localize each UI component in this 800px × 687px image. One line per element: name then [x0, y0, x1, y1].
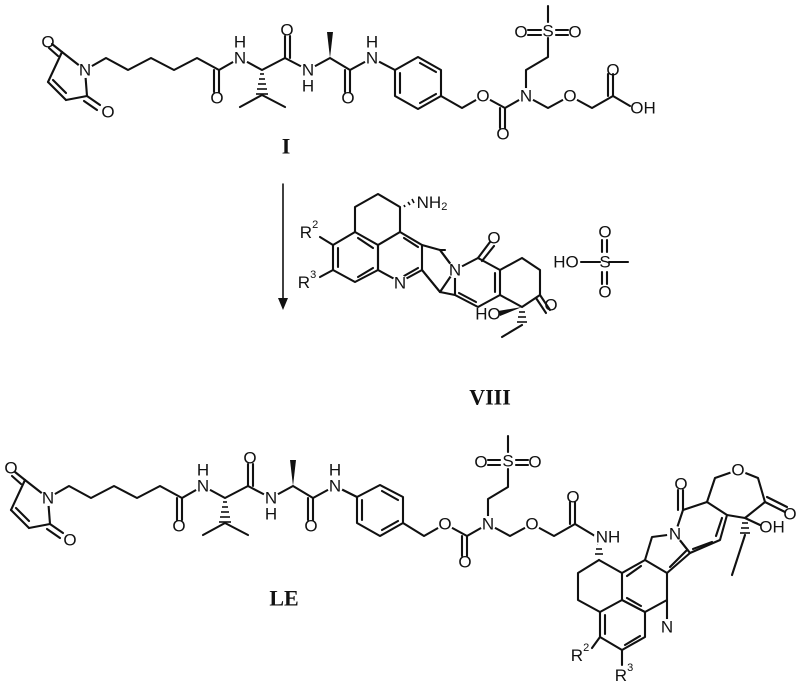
maleimide-ring [46, 42, 102, 112]
atom-O: O [783, 505, 796, 524]
atom-O: O [674, 475, 687, 494]
atom-O: O [731, 461, 744, 480]
atom-O: O [487, 229, 500, 248]
atom-HO: HO [475, 305, 501, 324]
valine-backbone [201, 484, 273, 500]
atom-labels-LE: N O O O N H O N H O N H O O N S O O O O [4, 449, 796, 685]
substituent-R3: R3 [615, 662, 633, 685]
atom-HO: HO [553, 253, 579, 272]
atom-O: O [172, 517, 185, 536]
hashed-bond [740, 522, 750, 534]
atom-O: O [63, 531, 76, 550]
hexanoyl-chain [46, 484, 205, 500]
atom-N: N [482, 515, 494, 534]
atom-H: H [197, 461, 209, 480]
atom-O: O [341, 89, 354, 108]
atom-N: N [661, 618, 673, 637]
atom-O: O [563, 87, 576, 106]
atom-O: O [514, 23, 527, 42]
valine-backbone [238, 56, 310, 72]
compound-VIII: NH2 R2 R3 N N O O HO HO S O O VIII [298, 193, 630, 410]
atom-S: S [599, 253, 610, 272]
atom-N: N [302, 61, 314, 80]
atom-labels-I: N O O O N H O N H O N H O O N S O O O O [41, 21, 655, 144]
atom-NH: NH [596, 528, 621, 547]
atom-N: N [234, 49, 246, 68]
atom-O: O [568, 23, 581, 42]
atom-OH: OH [759, 518, 785, 537]
atom-N: N [520, 87, 532, 106]
atom-H: H [234, 33, 246, 52]
atom-OH: OH [630, 99, 656, 118]
wedge-bond [327, 32, 333, 58]
atom-O: O [525, 515, 538, 534]
atom-N: N [197, 477, 209, 496]
atom-S: S [502, 452, 513, 471]
atom-N: N [394, 274, 406, 293]
atom-O: O [458, 553, 471, 572]
atom-H: H [366, 33, 378, 52]
compound-label-VIII: VIII [469, 385, 511, 410]
wedge-bond [290, 460, 296, 486]
atom-O: O [280, 21, 293, 40]
maleimide-ring [9, 470, 65, 540]
substituent-R3: R3 [298, 269, 316, 292]
alanine-backbone [269, 484, 337, 500]
compound-LE: N O O O N H O N H O N H O O N S O O O O [4, 434, 797, 685]
atom-O: O [496, 125, 509, 144]
atom-N: N [42, 489, 54, 508]
atom-N: N [329, 477, 341, 496]
aromatic-ring-A [331, 230, 380, 284]
wedge-bond [498, 307, 522, 316]
atom-N: N [449, 261, 461, 280]
alanine-backbone [306, 56, 374, 72]
atom-N: N [366, 49, 378, 68]
compound-label-I: I [282, 134, 291, 159]
atom-S: S [542, 22, 553, 41]
atom-O: O [606, 61, 619, 80]
substituent-R2: R2 [300, 219, 318, 242]
atom-O: O [566, 488, 579, 507]
atom-O: O [474, 453, 487, 472]
atom-O: O [210, 89, 223, 108]
atom-O: O [304, 517, 317, 536]
atom-NH2: NH2 [417, 193, 448, 214]
atom-O: O [41, 33, 54, 52]
atom-O: O [4, 459, 17, 478]
hashed-bond [219, 501, 231, 523]
atom-O: O [101, 103, 114, 122]
methanesulfonic-acid: HO S O O [553, 223, 630, 302]
compound-label-LE: LE [269, 586, 298, 611]
atom-O: O [476, 87, 489, 106]
atom-O: O [243, 449, 256, 468]
atom-labels-VIII: NH2 R2 R3 N N O O HO [298, 193, 558, 324]
reaction-arrow [278, 183, 288, 310]
hashed-bond [517, 311, 527, 323]
atom-N: N [669, 525, 681, 544]
atom-O: O [438, 515, 451, 534]
atom-H: H [265, 505, 277, 524]
benzene-ring [393, 55, 443, 111]
atom-O: O [528, 453, 541, 472]
benzene-ring [355, 483, 405, 538]
atom-O: O [598, 283, 611, 302]
atom-H: H [329, 461, 341, 480]
atom-H: H [302, 77, 314, 96]
compound-I: N O O O N H O N H O N H O O N S O O O O [41, 4, 656, 159]
atom-N: N [265, 489, 277, 508]
atom-O: O [598, 223, 611, 242]
atom-O: O [544, 296, 557, 315]
hashed-bond [403, 198, 415, 208]
substituent-R2: R2 [571, 642, 589, 665]
atom-N: N [79, 61, 91, 80]
hashed-bond [256, 73, 268, 95]
hexanoyl-chain [83, 56, 242, 72]
